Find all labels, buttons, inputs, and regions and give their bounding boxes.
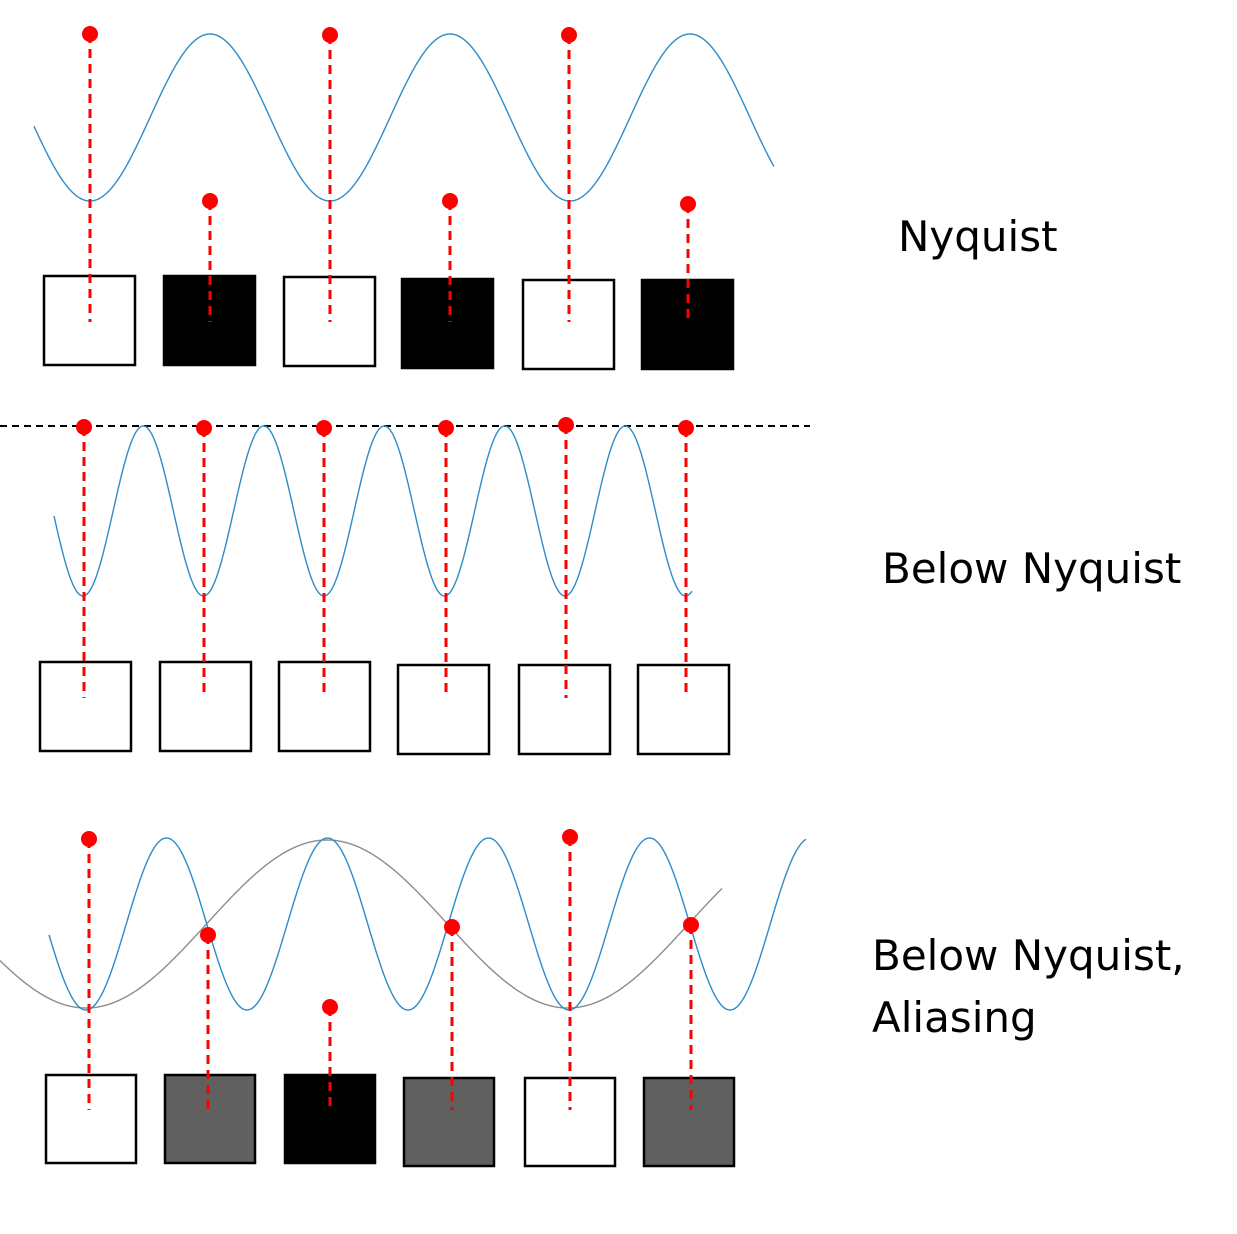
sample-point-below-nyquist-4 [438,420,454,436]
pixel-box-below-nyquist-aliasing-6 [642,1076,736,1168]
label-below-nyquist-aliasing: Below Nyquist, Aliasing [872,925,1185,1049]
label-aliasing-line-1: Below Nyquist, [872,931,1185,980]
sample-point-below-nyquist-2 [196,420,212,436]
sample-point-below-nyquist-aliasing-3 [322,999,338,1015]
signal-wave-below-nyquist [53,425,693,597]
label-nyquist-line-1: Nyquist [898,212,1058,261]
sample-point-below-nyquist-aliasing-5 [562,829,578,845]
sample-point-below-nyquist-1 [76,419,92,435]
sample-point-below-nyquist-aliasing-1 [81,831,97,847]
pixel-box-below-nyquist-5 [517,663,612,756]
sample-point-below-nyquist-aliasing-2 [200,927,216,943]
sample-point-below-nyquist-aliasing-6 [683,917,699,933]
alias-wave-below-nyquist-aliasing [0,839,723,1009]
label-below-nyquist-line-1: Below Nyquist [882,544,1182,593]
label-nyquist: Nyquist [898,206,1058,268]
pixel-box-below-nyquist-aliasing-2 [163,1073,257,1165]
pixel-box-below-nyquist-6 [636,663,731,756]
sample-point-nyquist-1 [82,26,98,42]
sample-point-below-nyquist-5 [558,417,574,433]
sample-point-nyquist-3 [322,27,338,43]
sample-point-below-nyquist-6 [678,420,694,436]
sample-point-below-nyquist-3 [316,420,332,436]
pixel-box-below-nyquist-aliasing-5 [523,1076,617,1168]
sample-point-below-nyquist-aliasing-4 [444,919,460,935]
sample-point-nyquist-5 [561,27,577,43]
pixel-box-below-nyquist-4 [396,663,491,756]
signal-wave-nyquist [33,33,775,202]
label-aliasing-line-2: Aliasing [872,993,1037,1042]
pixel-box-nyquist-2 [162,274,257,367]
pixel-box-below-nyquist-aliasing-1 [44,1073,138,1165]
sample-point-nyquist-6 [680,196,696,212]
sample-point-nyquist-2 [202,193,218,209]
pixel-box-nyquist-6 [640,278,735,371]
pixel-box-below-nyquist-aliasing-4 [402,1076,496,1168]
signal-wave-below-nyquist-aliasing [48,837,807,1011]
label-below-nyquist: Below Nyquist [882,538,1181,600]
pixel-box-nyquist-4 [400,277,495,370]
pixel-box-below-nyquist-1 [38,660,133,753]
sample-point-nyquist-4 [442,193,458,209]
